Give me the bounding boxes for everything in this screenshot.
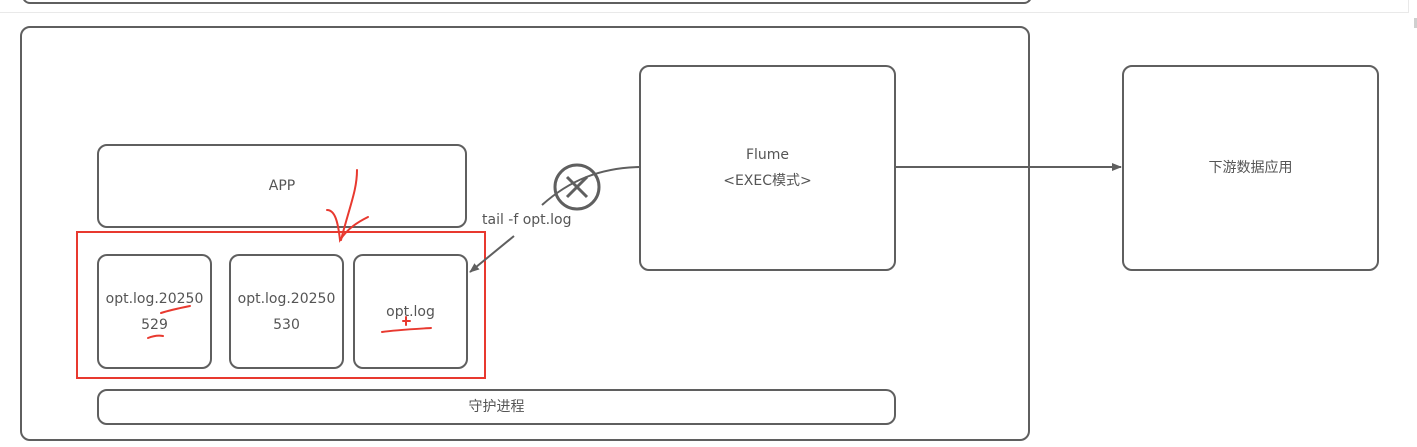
downstream-app-box[interactable]: 下游数据应用	[1122, 65, 1379, 271]
log-file-name-line1: opt.log.20250	[105, 290, 204, 307]
daemon-label: 守护进程	[468, 399, 525, 415]
flume-mode: <EXEC模式>	[723, 173, 812, 189]
flume-box[interactable]: Flume <EXEC模式>	[639, 65, 896, 271]
log-file-box-20250529[interactable]: opt.log.20250 529	[97, 254, 212, 369]
daemon-process-box[interactable]: 守护进程	[97, 389, 896, 425]
log-file-box-current[interactable]: opt.log	[353, 254, 468, 369]
tail-command-label: tail -f opt.log	[482, 212, 572, 228]
handwritten-underline-annotations	[147, 305, 432, 339]
tail-edge-arrow	[469, 235, 515, 273]
log-file-name-line1: opt.log.20250	[237, 290, 336, 307]
downstream-label: 下游数据应用	[1208, 160, 1293, 176]
server-container	[20, 26, 1030, 441]
log-file-name-line1: opt.log	[386, 303, 435, 320]
app-label: APP	[268, 178, 296, 194]
flume-title: Flume	[745, 147, 790, 163]
log-files-highlight-frame	[76, 231, 486, 379]
blocked-x-circle-icon	[553, 163, 601, 211]
scroll-edge-marker	[1414, 18, 1417, 28]
handwritten-checkmark-annotation	[326, 169, 369, 243]
log-file-name-line2: 529	[141, 316, 168, 333]
log-file-name-line2: 530	[273, 316, 300, 333]
log-file-box-20250530[interactable]: opt.log.20250 530	[229, 254, 344, 369]
app-box[interactable]: APP	[97, 144, 467, 228]
previous-diagram-strip	[0, 0, 1409, 13]
